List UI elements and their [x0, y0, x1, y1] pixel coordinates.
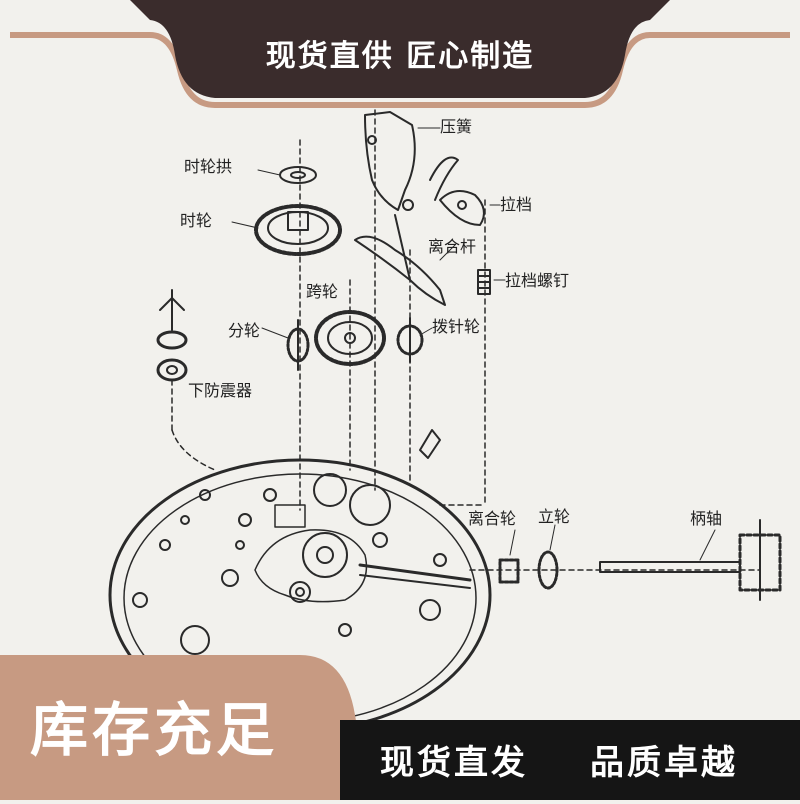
bottom-strip: [340, 720, 800, 800]
label-clutch-wheel: 离合轮: [468, 509, 517, 528]
label-setting-wheel: 拨针轮: [432, 317, 481, 336]
top-banner-text: 现货直供 匠心制造: [265, 39, 535, 74]
cross-wheel-part: [314, 310, 386, 366]
small-key-part: [419, 429, 441, 459]
label-minute-wheel: 分轮: [228, 321, 261, 340]
label-crown-wheel: 立轮: [538, 507, 571, 526]
crown-wheel-part: [537, 550, 559, 590]
bottom-left-banner: [0, 655, 370, 800]
bottom-mid-text: 现货直发: [380, 743, 528, 783]
pull-block-screw-part: [477, 269, 491, 295]
spring-part: [364, 111, 459, 211]
label-cross-wheel: 跨轮: [306, 282, 339, 301]
hour-wheel-part: [254, 204, 342, 256]
assembly-guides: [171, 109, 761, 571]
label-pull-block-screw: 拉档螺钉: [505, 271, 570, 290]
label-shock-absorber: 下防震器: [188, 381, 253, 400]
clutch-lever-part: [354, 214, 446, 306]
top-banner: [10, 0, 790, 108]
winding-stem-part: [599, 519, 782, 601]
shock-absorber-part: [156, 289, 188, 382]
minute-wheel-part: [286, 319, 310, 371]
bottom-right-text: 品质卓越: [590, 743, 738, 783]
label-pull-block: 拉档: [500, 195, 533, 214]
setting-wheel-part: [396, 317, 424, 363]
pull-block-part: [439, 190, 485, 226]
label-winding-stem: 柄轴: [690, 509, 723, 528]
label-spring: 压簧: [440, 117, 473, 136]
label-hour-wheel: 时轮: [180, 211, 213, 230]
leader-lines: [231, 127, 716, 561]
label-hour-wheel-spring: 时轮拱: [184, 157, 233, 176]
label-clutch-lever: 离合杆: [428, 237, 477, 256]
bottom-left-banner-text: 库存充足: [30, 696, 279, 764]
clutch-wheel-part: [498, 558, 520, 584]
hour-wheel-spring-part: [279, 166, 317, 184]
